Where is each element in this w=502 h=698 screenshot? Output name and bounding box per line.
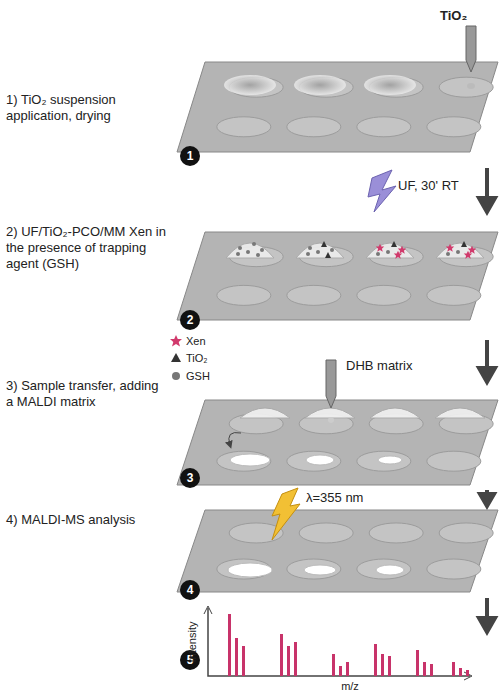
callout-number: 2 bbox=[180, 310, 200, 330]
callout-number: 4 bbox=[180, 580, 200, 600]
legend-text: GSH bbox=[186, 368, 210, 384]
wavelength-label: λ=355 nm bbox=[306, 490, 396, 506]
axis-label: Intensity bbox=[184, 612, 200, 672]
callout-text: 4 bbox=[187, 583, 194, 597]
legend-text: TiO₂ bbox=[186, 350, 208, 366]
step-label: 4) MALDI-MS analysis bbox=[6, 512, 166, 528]
condition-label: UF, 30' RT bbox=[398, 178, 488, 194]
axis-label: m/z bbox=[330, 680, 370, 693]
reagent-label: DHB matrix bbox=[346, 358, 416, 374]
step-label: 1) TiO₂ suspension application, drying bbox=[6, 92, 166, 124]
legend-samples bbox=[170, 335, 182, 380]
callout-text: 2 bbox=[187, 313, 194, 327]
plate bbox=[177, 62, 498, 592]
callout-number: 1 bbox=[180, 146, 200, 166]
callout-number: 3 bbox=[180, 468, 200, 488]
step-label: 2) UF/TiO₂-PCO/MM Xen in the presence of… bbox=[6, 224, 171, 272]
callout-text: 1 bbox=[187, 149, 194, 163]
step-label: 3) Sample transfer, adding a MALDI matri… bbox=[6, 378, 166, 410]
reagent-label: TiO₂ bbox=[440, 8, 490, 24]
callout-text: 3 bbox=[187, 471, 194, 485]
legend-text: Xen bbox=[186, 333, 206, 349]
